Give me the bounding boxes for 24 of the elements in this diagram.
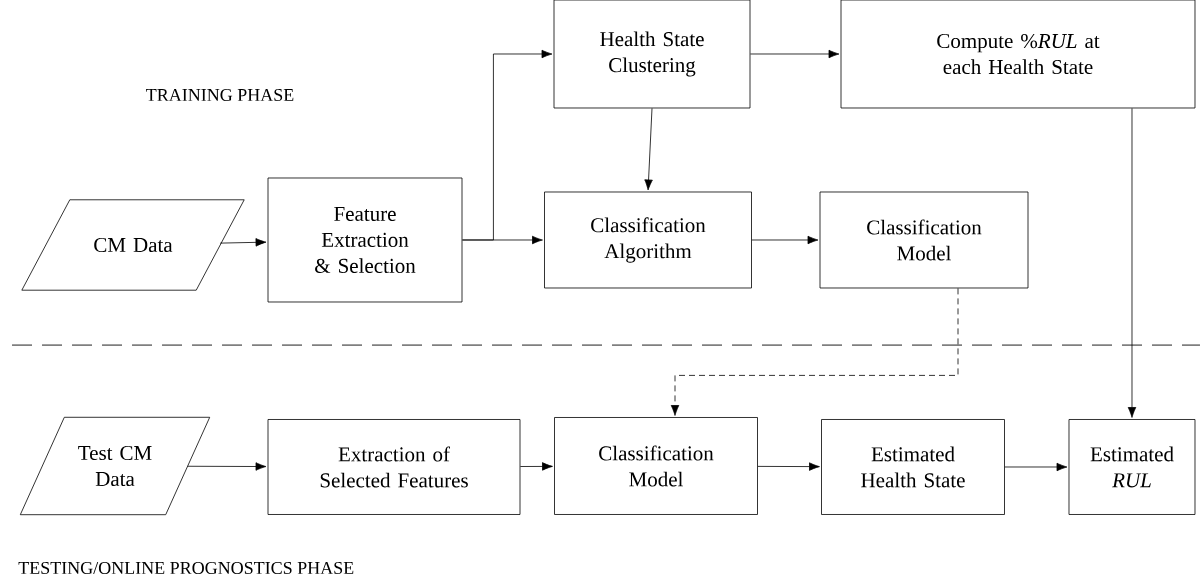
arrow xyxy=(644,108,653,191)
arrow xyxy=(1004,462,1068,472)
process-box: Health State Clustering xyxy=(553,0,751,109)
arrow xyxy=(1127,108,1137,418)
arrow xyxy=(462,235,543,245)
data-parallelogram: CM Data xyxy=(21,199,245,291)
process-box: Extraction of Selected Features xyxy=(267,419,521,515)
process-box: Estimated RUL xyxy=(1068,419,1196,515)
process-box: Feature Extraction & Selection xyxy=(267,177,463,303)
process-box: Classification Algorithm xyxy=(544,191,752,289)
process-box: Classification Model xyxy=(819,191,1029,289)
phase-label: TRAINING PHASE xyxy=(146,88,294,102)
arrow xyxy=(757,462,820,471)
arrow xyxy=(219,238,267,247)
process-box: Estimated Health State xyxy=(821,419,1005,515)
arrow xyxy=(751,235,819,245)
process-box: Classification Model xyxy=(554,417,758,515)
process-box: Compute %RUL at each Health State xyxy=(840,0,1196,109)
phase-label: TESTING/ONLINE PROGNOSTICS PHASE xyxy=(18,561,354,575)
arrow xyxy=(520,462,553,471)
arrow xyxy=(187,462,267,471)
data-parallelogram: Test CM Data xyxy=(19,416,211,516)
arrow xyxy=(750,49,840,59)
arrow xyxy=(670,288,959,416)
